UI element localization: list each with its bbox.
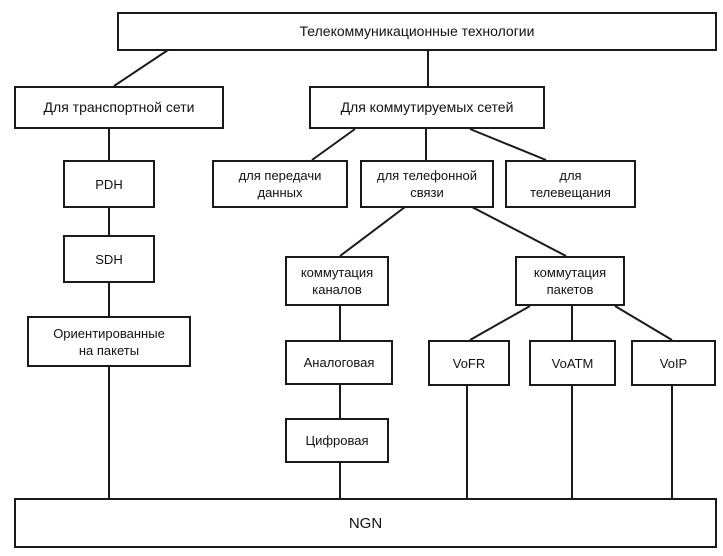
node-switched: Для коммутируемых сетей <box>309 86 545 129</box>
node-voatm: VoATM <box>529 340 616 386</box>
node-transport: Для транспортной сети <box>14 86 224 129</box>
node-vofr: VoFR <box>428 340 510 386</box>
node-digital: Цифровая <box>285 418 389 463</box>
node-pdh: PDH <box>63 160 155 208</box>
edge-telephony-packet <box>471 206 567 257</box>
node-ngn: NGN <box>14 498 717 548</box>
edge-root-transport <box>113 49 169 87</box>
node-data-transfer: для передачи данных <box>212 160 348 208</box>
node-sdh: SDH <box>63 235 155 283</box>
edge-packet-vofr <box>469 305 531 341</box>
node-circuit-switching: коммутация каналов <box>285 256 389 306</box>
node-analog: Аналоговая <box>285 340 393 385</box>
node-broadcast: для телевещания <box>505 160 636 208</box>
node-packet-oriented: Ориентированные на пакеты <box>27 316 191 367</box>
edge-packet-voip <box>614 305 673 341</box>
node-voip: VoIP <box>631 340 716 386</box>
edge-switched-broadcast <box>469 128 547 161</box>
edge-telephony-circuit <box>339 206 406 257</box>
node-root: Телекоммуникационные технологии <box>117 12 717 51</box>
edge-switched-data <box>311 128 356 161</box>
node-packet-switching: коммутация пакетов <box>515 256 625 306</box>
node-telephony: для телефонной связи <box>360 160 494 208</box>
